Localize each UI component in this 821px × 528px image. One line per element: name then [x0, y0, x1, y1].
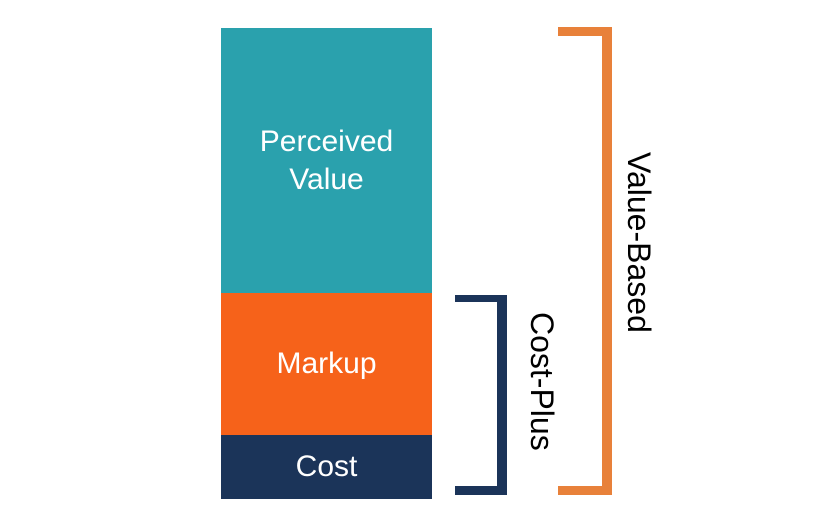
bar-segment-markup: Markup	[221, 293, 432, 435]
cost-plus-label: Cost-Plus	[524, 311, 560, 451]
value-based-bracket	[558, 27, 612, 495]
value-based-label: Value-Based	[621, 151, 657, 333]
segment-label-cost: Cost	[295, 450, 358, 483]
segment-label-markup: Markup	[276, 347, 377, 380]
bar-segment-cost: Cost	[221, 435, 432, 499]
segment-label-perceived-value: Perceived Value	[259, 124, 394, 196]
stacked-bar: Perceived Value Markup Cost	[221, 28, 432, 499]
cost-plus-bracket	[455, 295, 507, 495]
bar-segment-perceived-value: Perceived Value	[221, 28, 432, 293]
